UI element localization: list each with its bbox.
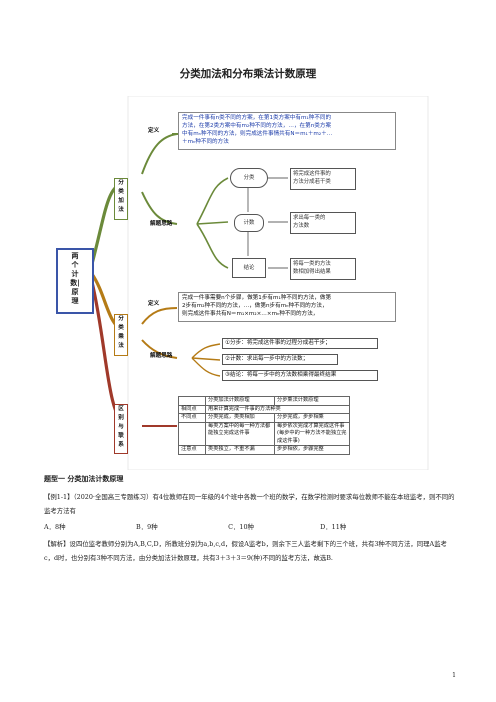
table-cell: 相同点 bbox=[178, 404, 206, 414]
flow-desc-1: 将完成这件事的 方法分成若干类 bbox=[290, 168, 356, 190]
root-node: 两 个 计 数| 原 理 bbox=[56, 248, 94, 314]
idea-label: 解题思路 bbox=[150, 221, 173, 227]
branch-char: 与 bbox=[118, 424, 124, 430]
table-cell bbox=[178, 421, 206, 446]
option-a: A．8种 bbox=[44, 523, 66, 531]
def-line: 完成一件事有n类不同的方案，在第1类方案中有m₁种不同的 bbox=[182, 115, 332, 121]
desc-line: 数相加得出结果 bbox=[293, 269, 331, 275]
branch-comparison: 区 别 与 联 系 bbox=[114, 404, 128, 454]
idea-label-2: 解题思路 bbox=[150, 353, 173, 359]
table-cell: 分类完成，类类相加 bbox=[205, 413, 275, 423]
example-paragraph: 【例1-1】（2020·全国高三专题练习）有4位教师在同一年级的4个班中各教一个… bbox=[44, 493, 455, 515]
page-number: 1 bbox=[452, 672, 456, 679]
options-row: A．8种 B．9种 C．10种 D．11种 bbox=[44, 520, 456, 534]
step-2: ②计数：求出每一步中的方法数； bbox=[222, 354, 338, 365]
definition-label-2: 定义 bbox=[148, 301, 160, 307]
branch-multiplication: 分 类 乘 法 bbox=[114, 314, 128, 356]
def-line: 完成一件事需要n个步骤，做第1步有m₁种不同的方法，做第 bbox=[182, 295, 332, 301]
root-char: 个 bbox=[71, 261, 79, 269]
option-d: D．11种 bbox=[320, 523, 347, 531]
definition-box: 完成一件事有n类不同的方案，在第1类方案中有m₁种不同的 方法，在第2类方案中有… bbox=[178, 112, 396, 150]
root-char: 计 bbox=[71, 270, 79, 278]
def-line: 中有mₙ种不同的方法，则完成这件事情共有N＝m₁＋m₂＋… bbox=[182, 131, 333, 137]
branch-addition: 分 类 加 法 bbox=[114, 178, 128, 220]
branch-char: 类 bbox=[118, 189, 124, 195]
option-c: C．10种 bbox=[228, 523, 254, 531]
branch-char: 类 bbox=[118, 325, 124, 331]
table-cell: 类类独立，不重不漏 bbox=[205, 445, 275, 455]
branch-char: 法 bbox=[118, 207, 124, 213]
table-cell: 分步完成，步步相乘 bbox=[274, 413, 350, 423]
desc-line: 求出每一类的 bbox=[293, 215, 326, 221]
branch-char: 联 bbox=[118, 433, 124, 439]
table-row: 注意点 类类独立，不重不漏 步步相依，步骤完整 bbox=[178, 445, 350, 455]
flow-desc-2: 求出每一类的 方法数 bbox=[290, 212, 356, 234]
flow-desc-3: 将每一类的方法 数相加得出结果 bbox=[290, 258, 356, 280]
table-cell: 分步乘法计数原理 bbox=[274, 396, 350, 406]
option-b: B．9种 bbox=[136, 523, 158, 531]
desc-line: 将完成这件事的 bbox=[293, 171, 331, 177]
branch-char: 加 bbox=[118, 198, 124, 204]
analysis-paragraph: 【解析】设四位监考教师分别为A,B,C,D，所教班分别为a,b,c,d，假设A监… bbox=[44, 540, 447, 562]
def-line: 方法，在第2类方案中有m₂种不同的方法，…，在第n类方案 bbox=[182, 123, 332, 129]
desc-line: 方法数 bbox=[293, 223, 310, 229]
comparison-table-wrap: 分类加法计数原理 分步乘法计数原理 相同点 用来计算完成一件事的方法种类 不同点… bbox=[178, 396, 350, 455]
table-row: 不同点 分类完成，类类相加 分步完成，步步相乘 bbox=[178, 413, 350, 423]
def-line: 2步有m₂种不同的方法，…，做第n步有mₙ种不同的方法， bbox=[182, 303, 328, 309]
flow-classify: 分类 bbox=[230, 168, 268, 188]
branch-char: 法 bbox=[118, 343, 124, 349]
mind-map: 两 个 计 数| 原 理 分 类 加 法 定义 解题思路 完成一件事有n类不同的… bbox=[52, 96, 442, 470]
table-cell: 注意点 bbox=[178, 445, 206, 455]
table-cell bbox=[178, 396, 206, 406]
table-cell: 用来计算完成一件事的方法种类 bbox=[205, 404, 350, 414]
comparison-table: 分类加法计数原理 分步乘法计数原理 相同点 用来计算完成一件事的方法种类 不同点… bbox=[178, 396, 350, 455]
table-cell: 不同点 bbox=[178, 413, 206, 423]
table-row: 分类加法计数原理 分步乘法计数原理 bbox=[178, 396, 350, 406]
table-cell: 每类方案中的每一种方法都能独立完成这件事 bbox=[205, 421, 275, 446]
branch-char: 分 bbox=[118, 316, 124, 322]
branch-char: 系 bbox=[118, 442, 124, 448]
desc-line: 将每一类的方法 bbox=[293, 261, 331, 267]
definition-box-2: 完成一件事需要n个步骤，做第1步有m₁种不同的方法，做第 2步有m₂种不同的方法… bbox=[178, 292, 396, 322]
branch-char: 别 bbox=[118, 415, 124, 421]
page-title: 分类加法和分布乘法计数原理 bbox=[179, 68, 317, 80]
flow-count: 计数 bbox=[234, 214, 264, 232]
root-char: 两 bbox=[71, 252, 79, 260]
table-row: 相同点 用来计算完成一件事的方法种类 bbox=[178, 404, 350, 414]
root-char: 理 bbox=[71, 297, 79, 305]
def-line: 则完成这件事共有N＝m₁×m₂×…×mₙ种不同的方法， bbox=[182, 311, 319, 317]
root-char: 原 bbox=[71, 288, 79, 296]
branch-char: 区 bbox=[118, 406, 124, 412]
table-cell: 分类加法计数原理 bbox=[205, 396, 275, 406]
branch-char: 乘 bbox=[118, 334, 124, 340]
table-cell: 每步依次完成才算完成这件事(每步中的一种方法不能独立完成这件事) bbox=[274, 421, 350, 446]
desc-line: 方法分成若干类 bbox=[293, 179, 331, 185]
def-line: ＋mₙ种不同的方法 bbox=[182, 139, 229, 145]
definition-label: 定义 bbox=[148, 128, 160, 134]
step-3: ③结论：将每一步中的方法数相乘得最终结果 bbox=[222, 370, 378, 381]
branch-char: 分 bbox=[118, 180, 124, 186]
step-1: ①分步：将完成这件事的过程分成若干步； bbox=[222, 338, 378, 349]
table-row: 每类方案中的每一种方法都能独立完成这件事 每步依次完成才算完成这件事(每步中的一… bbox=[178, 421, 350, 446]
mind-map-connectors bbox=[90, 96, 429, 470]
root-char: 数| bbox=[70, 279, 80, 287]
table-cell: 步步相依，步骤完整 bbox=[274, 445, 350, 455]
flow-conclude: 结论 bbox=[232, 258, 266, 278]
section-heading: 题型一 分类加法计数原理 bbox=[44, 475, 124, 483]
